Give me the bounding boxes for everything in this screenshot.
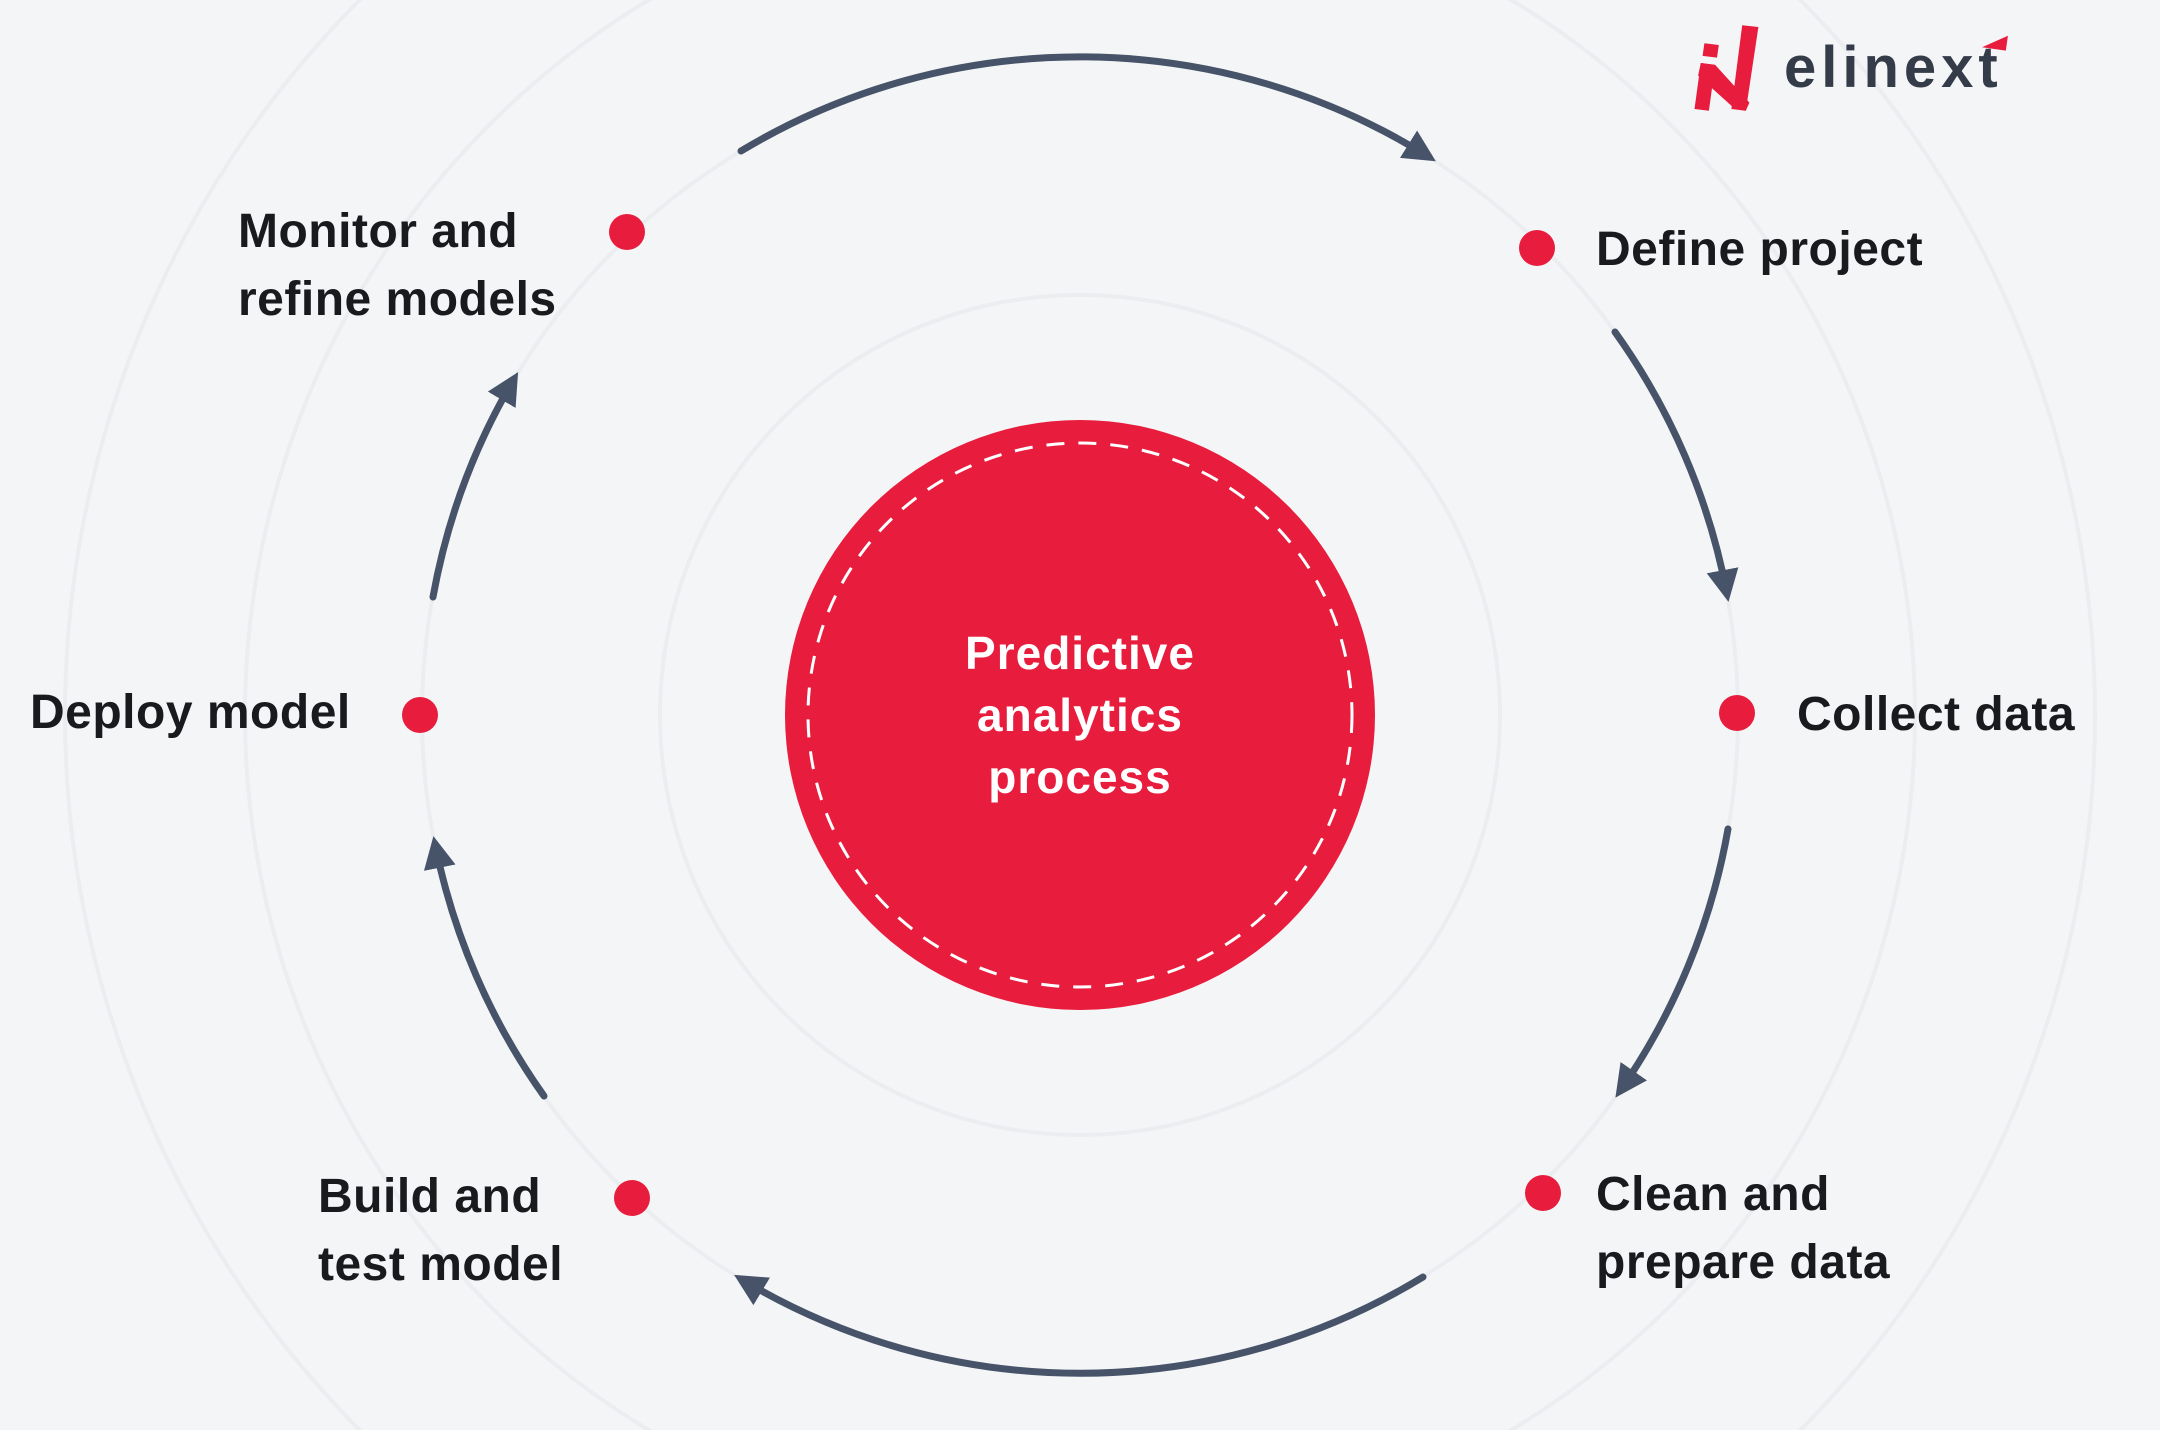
center-circle	[785, 420, 1375, 1010]
background-ring-outermost	[63, 0, 2097, 1430]
step-dot-collect-data	[1719, 695, 1755, 731]
step-label-clean-prepare-data: Clean and prepare data	[1596, 1168, 1891, 1289]
arrow-build-to-deploy	[423, 836, 548, 1100]
step-dot-define-project	[1519, 230, 1555, 266]
logo-accent-flag-icon	[1981, 32, 2008, 51]
background-ring-outer	[243, 0, 1917, 1430]
step-dot-monitor-refine-models	[609, 214, 645, 250]
center-title: Predictive analytics process	[965, 627, 1195, 803]
arrow-clean-to-build	[734, 1273, 1427, 1377]
brand-logo: elinext	[1690, 20, 2140, 115]
step-label-monitor-refine-models: Monitor and refine models	[238, 205, 557, 326]
step-dot-clean-prepare-data	[1525, 1175, 1561, 1211]
background-ring-inner	[658, 293, 1502, 1137]
arrow-define-to-collect	[1611, 328, 1739, 602]
step-dot-build-test-model	[614, 1180, 650, 1216]
arrow-monitor-to-define	[737, 53, 1436, 162]
arrow-deploy-to-monitor	[429, 372, 519, 601]
step-dot-deploy-model	[402, 697, 438, 733]
elinext-n-icon	[1694, 24, 1759, 111]
step-label-collect-data: Collect data	[1797, 688, 2076, 741]
step-label-build-test-model: Build and test model	[318, 1170, 564, 1291]
brand-name: elinext	[1784, 20, 2008, 115]
step-label-define-project: Define project	[1596, 223, 1924, 276]
step-label-deploy-model: Deploy model	[30, 686, 351, 739]
arrow-collect-to-clean	[1615, 825, 1732, 1098]
center-circle-dashed-ring	[806, 441, 1354, 989]
